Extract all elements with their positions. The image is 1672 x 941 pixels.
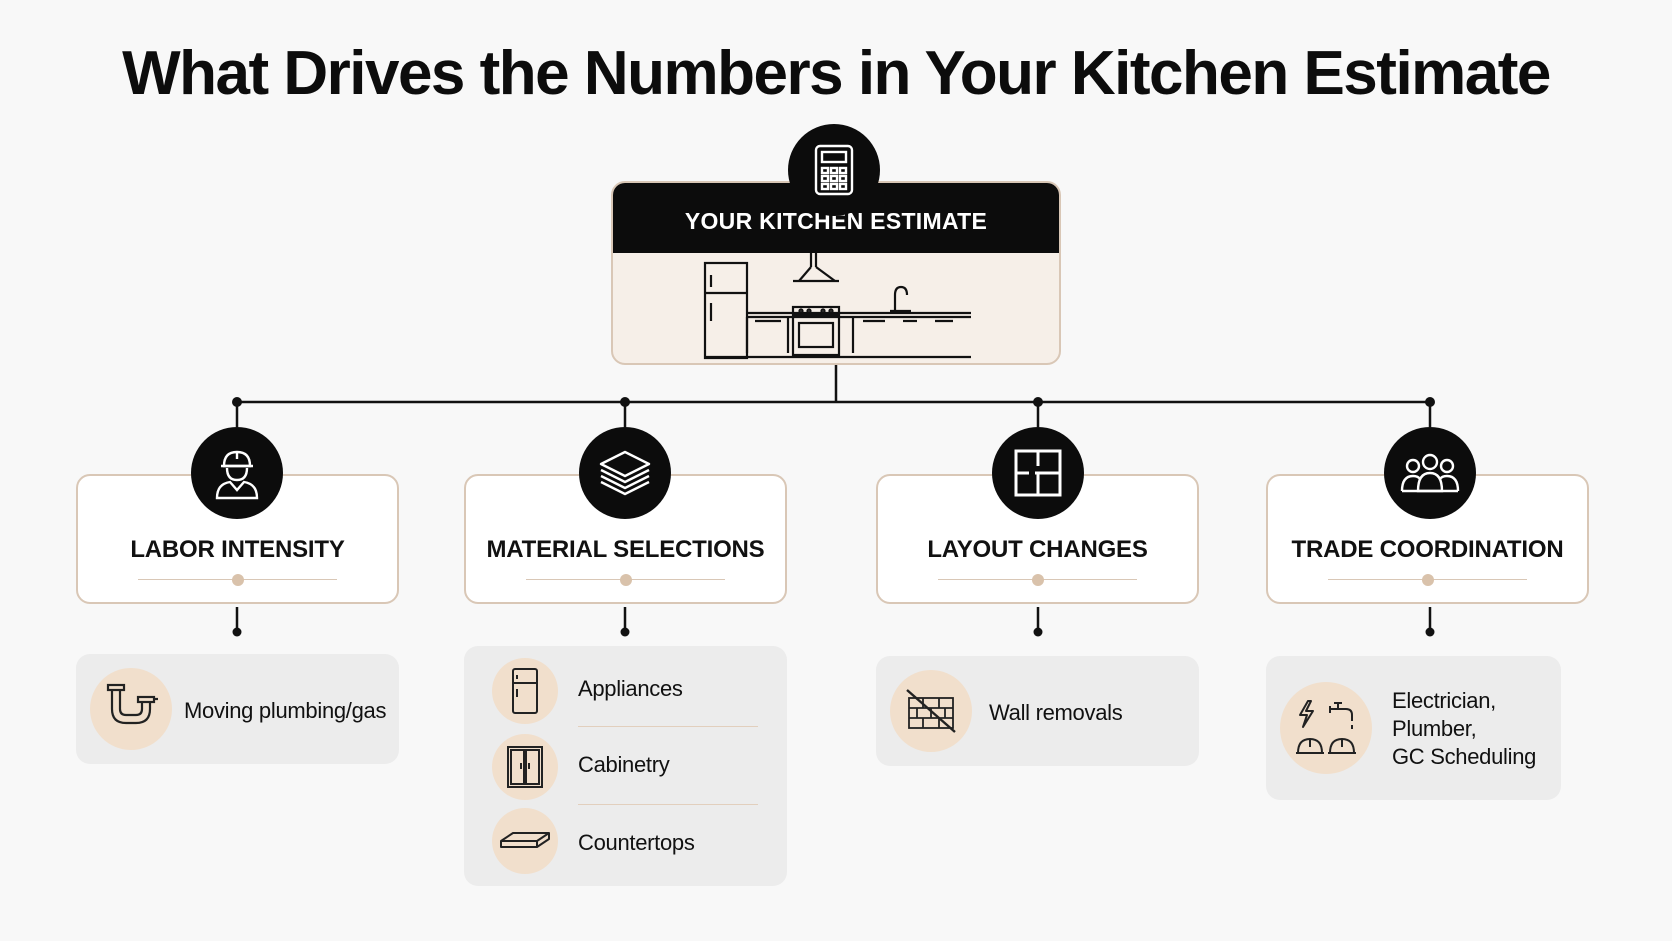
layout-detail-panel: Wall removals (876, 656, 1199, 766)
page-title: What Drives the Numbers in Your Kitchen … (122, 39, 1551, 108)
detail-text: Cabinetry (578, 752, 670, 777)
refrigerator-icon (492, 658, 558, 724)
worker-icon (191, 427, 283, 519)
calculator-icon (788, 124, 880, 216)
pipe-icon (90, 668, 172, 750)
team-icon (1384, 427, 1476, 519)
trades-tools-icon (1280, 682, 1372, 774)
stacked-layers-icon (579, 427, 671, 519)
category-divider-dot (619, 574, 632, 586)
wall-removal-icon (890, 670, 972, 752)
detail-divider (578, 804, 758, 805)
category-divider-dot (231, 574, 244, 586)
category-label: TRADE COORDINATION (1291, 536, 1564, 563)
category-divider-dot (1031, 574, 1044, 586)
detail-text-lines: Electrician, Plumber, GC Scheduling (1392, 687, 1536, 771)
countertop-slab-icon (492, 808, 558, 874)
labor-detail-panel: Moving plumbing/gas (76, 654, 399, 764)
floor-plan-icon (992, 427, 1084, 519)
estimate-root-label: YOUR KITCHEN ESTIMATE (613, 183, 1059, 253)
trades-detail-panel: Electrician, Plumber, GC Scheduling (1266, 656, 1561, 800)
category-label: LAYOUT CHANGES (927, 536, 1148, 563)
materials-detail-panel: Appliances Cabinetry Countertops (464, 646, 787, 886)
detail-text: Appliances (578, 676, 683, 701)
cabinet-icon (492, 734, 558, 800)
detail-text: Moving plumbing/gas (184, 698, 387, 723)
trade-line-gc: GC Scheduling (1392, 744, 1537, 769)
category-label: LABOR INTENSITY (130, 536, 345, 563)
category-label: MATERIAL SELECTIONS (486, 536, 765, 563)
kitchen-illustration (703, 253, 971, 360)
trade-line-electrician: Electrician, (1392, 688, 1496, 713)
detail-divider (578, 726, 758, 727)
category-divider-dot (1421, 574, 1434, 586)
category-card-materials: MATERIAL SELECTIONS (464, 474, 787, 604)
detail-text: Countertops (578, 830, 695, 855)
detail-text: Wall removals (989, 700, 1123, 725)
trade-line-plumber: Plumber, (1392, 716, 1477, 741)
